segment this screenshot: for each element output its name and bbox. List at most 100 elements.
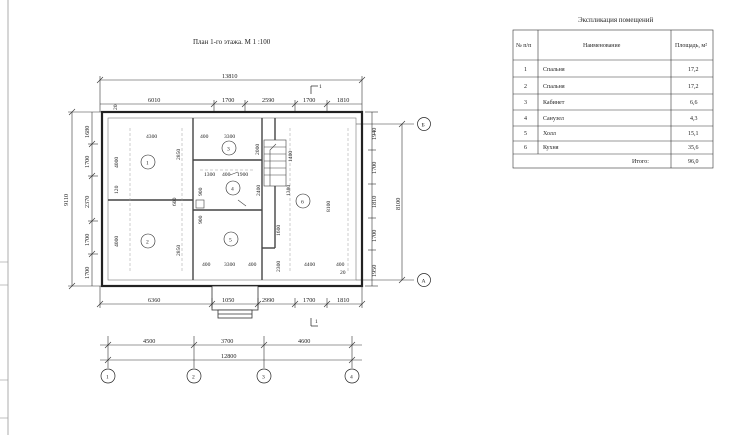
- bottom-dimension-lines: [96, 286, 366, 308]
- dim-r5-b2: 3300: [224, 262, 235, 268]
- dim-r4-2: 400: [222, 172, 231, 178]
- dim-axis-2: 3700: [221, 338, 233, 345]
- dim-left-2: 1700: [84, 156, 91, 168]
- dim-top-3: 2590: [262, 97, 274, 104]
- legend-row-5-number: 5: [524, 131, 527, 137]
- top-dimension-lines: [96, 76, 366, 112]
- axis-bubble-4: [344, 368, 360, 384]
- section-mark-top-label: 1: [319, 84, 322, 90]
- dim-900a: 900: [198, 187, 204, 196]
- dim-axis-3: 4600: [298, 338, 310, 345]
- axis-label-a: А: [422, 279, 426, 285]
- axis-bubble-1: [100, 368, 116, 384]
- room-marker-4: [225, 180, 241, 196]
- legend-row-3-area: 6,6: [690, 100, 698, 106]
- legend-total-value: 96,0: [688, 159, 699, 165]
- dim-top-4: 1700: [303, 97, 315, 104]
- room-label-5: 5: [229, 238, 232, 244]
- entrance-porch: [211, 285, 259, 319]
- room-markers: [140, 140, 311, 249]
- legend-row-4-number: 4: [524, 116, 527, 122]
- room-marker-6: [295, 193, 311, 209]
- dim-top-1: 6010: [148, 97, 160, 104]
- axis-bubble-3: [256, 368, 272, 384]
- dim-left-3: 2370: [84, 196, 91, 208]
- axis-bubble-a: [417, 273, 431, 287]
- dim-1600: 1600: [276, 225, 282, 236]
- legend-header-area: Площадь, м²: [675, 43, 707, 49]
- dashed-lines: [129, 128, 349, 272]
- dim-r1-h: 2850: [176, 149, 182, 160]
- axis-bubble-b: [417, 117, 431, 131]
- axis-label-1: 1: [106, 375, 109, 381]
- legend-row-6-name: Кухня: [543, 145, 559, 151]
- staircase: [263, 139, 287, 187]
- legend-row-3-name: Кабинет: [543, 99, 565, 106]
- dim-bottom-5: 1810: [337, 297, 349, 304]
- dim-r6-b1: 4400: [304, 262, 315, 268]
- dim-left-4: 1700: [84, 234, 91, 246]
- legend-total-label: Итого:: [632, 159, 649, 165]
- dim-top-2: 1700: [222, 97, 234, 104]
- dim-axis-total: 12800: [221, 353, 236, 360]
- room-label-6: 6: [301, 200, 304, 206]
- dim-gap: 120: [114, 185, 120, 194]
- dim-bottom-3: 2990: [262, 297, 274, 304]
- legend-row-6-number: 6: [524, 145, 527, 151]
- dim-r5-b1: 400: [202, 262, 211, 268]
- axis-label-4: 4: [350, 375, 353, 381]
- legend-rows: 1 Спальня 17,2 2 Спальня 17,2 3 Кабинет …: [524, 67, 699, 151]
- right-dimension-lines: [356, 111, 414, 287]
- dim-left-1: 1680: [84, 126, 91, 138]
- room-marker-2: [140, 233, 156, 249]
- dim-r6-h: 8100: [326, 201, 332, 212]
- legend-row-6-area: 35,6: [688, 145, 699, 151]
- legend-row-2-name: Спальня: [543, 84, 565, 90]
- dim-r2-h: 2850: [176, 245, 182, 256]
- room-label-3: 3: [227, 147, 230, 153]
- room-label-1: 1: [146, 161, 149, 167]
- dim-r3-h2: 1400: [288, 151, 294, 162]
- room-label-2: 2: [146, 240, 149, 246]
- dim-r3-top1: 400: [200, 134, 209, 140]
- wall-details: [195, 171, 247, 209]
- dim-right-1: 1940: [371, 128, 378, 140]
- legend-row-2-area: 17,2: [688, 84, 699, 90]
- dim-right-4: 1700: [371, 230, 378, 242]
- room-marker-3: [221, 140, 237, 156]
- dim-r3-h1: 2000: [255, 144, 261, 155]
- dim-900b: 900: [198, 215, 204, 224]
- dim-right-5: 1950: [371, 265, 378, 277]
- legend-header-number: № п/п: [516, 43, 532, 49]
- legend-row-4-area: 4,3: [690, 116, 698, 122]
- section-mark-bottom-label: 1: [315, 319, 318, 325]
- dim-1380: 1380: [286, 185, 292, 196]
- room-marker-1: [140, 154, 156, 170]
- dim-top-total: 13810: [222, 73, 237, 80]
- dim-top-small: 20: [113, 104, 119, 110]
- dim-bottom-1: 6360: [148, 297, 160, 304]
- legend-row-5-name: Холл: [543, 131, 556, 137]
- dim-r4-v: 2400: [256, 185, 262, 196]
- dim-2300: 2300: [276, 261, 282, 272]
- legend-table-grid: [512, 29, 714, 169]
- dim-right-total: 8100: [395, 198, 402, 210]
- axis-dimension-lines: [100, 336, 362, 368]
- axis-bubble-2: [186, 368, 202, 384]
- dim-r5-b3: 400: [248, 262, 257, 268]
- legend-header-name: Наименование: [583, 43, 621, 49]
- section-mark-top: [310, 85, 318, 94]
- axis-label-2: 2: [192, 375, 195, 381]
- dim-axis-1: 4500: [143, 338, 155, 345]
- legend-row-4-name: Санузел: [543, 116, 564, 122]
- dim-r3-top2: 3300: [224, 134, 235, 140]
- dim-left-total: 9110: [63, 194, 70, 206]
- room-marker-5: [223, 231, 239, 247]
- dim-r4-1: 1300: [204, 172, 215, 178]
- dim-r1-left: 4000: [114, 157, 120, 168]
- legend-row-2-number: 2: [524, 84, 527, 90]
- legend-row-1-area: 17,2: [688, 67, 699, 73]
- dim-left-5: 1700: [84, 267, 91, 279]
